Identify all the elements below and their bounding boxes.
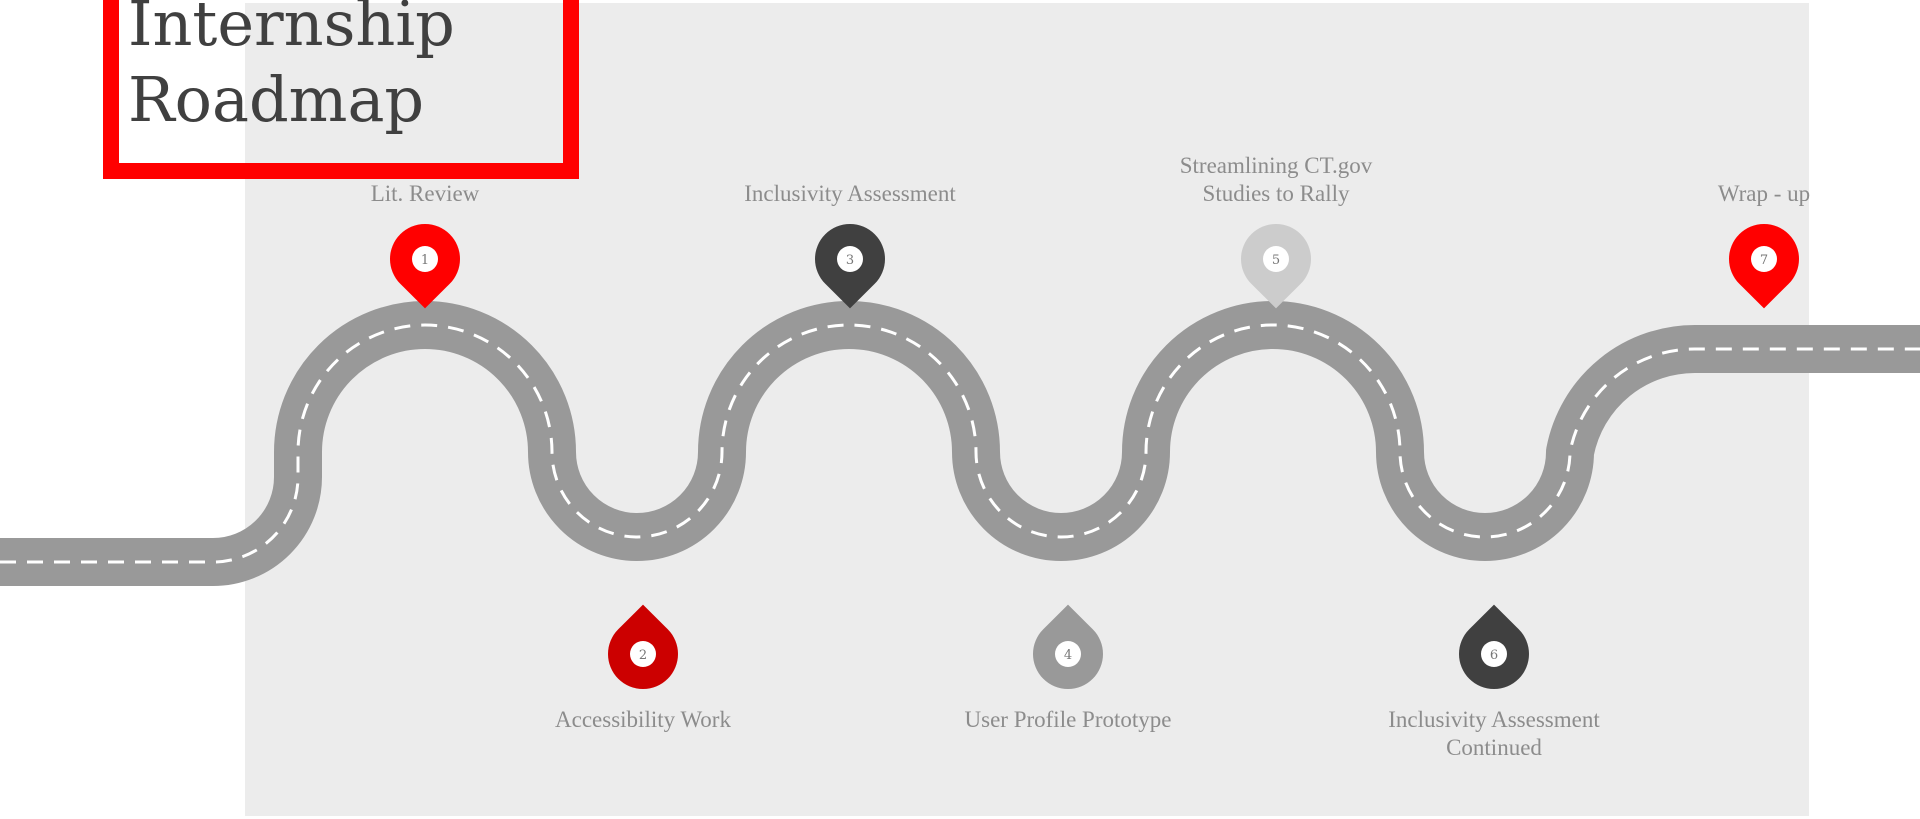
milestone-3-label-line-1: Inclusivity Assessment — [744, 181, 956, 206]
milestone-5-label-line-2: Studies to Rally — [1202, 181, 1350, 206]
milestone-7-number: 7 — [1760, 253, 1768, 268]
milestone-1-pin-icon: 1 — [390, 223, 460, 309]
milestone-6-label-line-2: Continued — [1446, 735, 1542, 760]
background-panel — [245, 3, 1809, 816]
milestone-4-label: User Profile Prototype — [965, 706, 1172, 734]
title-line-1: Internship — [128, 0, 455, 60]
milestone-7-badge — [1751, 246, 1777, 272]
milestone-4-badge — [1055, 641, 1081, 667]
milestone-1-label: Lit. Review — [371, 180, 480, 208]
milestone-3-pin-icon: 3 — [814, 223, 885, 309]
milestone-1-number: 1 — [421, 253, 429, 268]
milestone-5-pin-icon: 5 — [1241, 223, 1312, 309]
milestone-3-number: 3 — [846, 253, 854, 268]
milestone-5-number: 5 — [1272, 253, 1280, 268]
milestone-5-label-line-1: Streamlining CT.gov — [1179, 153, 1373, 178]
milestone-1-badge — [412, 246, 438, 272]
milestone-4-number: 4 — [1064, 648, 1072, 663]
title-frame — [103, 0, 579, 179]
milestone-6-badge — [1481, 641, 1507, 667]
milestone-6-number: 6 — [1490, 648, 1498, 663]
milestone-4-label-line-1: User Profile Prototype — [964, 707, 1172, 732]
page-title: Internship Roadmap — [128, 0, 455, 138]
milestone-2-label-line-1: Accessibility Work — [555, 707, 731, 732]
milestone-2-label: Accessibility Work — [555, 706, 731, 734]
milestone-7-label: Wrap - up — [1718, 180, 1810, 208]
milestone-5-badge — [1263, 246, 1289, 272]
milestone-3-badge — [837, 246, 863, 272]
milestone-6-pin-icon: 6 — [1459, 604, 1529, 690]
milestone-7-pin-icon: 7 — [1729, 223, 1799, 309]
milestone-3-label: Inclusivity Assessment — [744, 180, 955, 208]
milestone-1-label-line-1: Lit. Review — [370, 181, 480, 206]
lane-marking — [0, 323, 1920, 564]
road — [0, 301, 1920, 586]
milestone-7-label-line-1: Wrap - up — [1717, 181, 1811, 206]
milestone-4-pin-icon: 4 — [1032, 604, 1103, 690]
milestone-2-number: 2 — [639, 648, 647, 663]
milestone-2-pin-icon: 2 — [608, 604, 678, 690]
milestone-2-badge — [630, 641, 656, 667]
milestone-6-label-line-1: Inclusivity Assessment — [1388, 707, 1600, 732]
title-line-2: Roadmap — [128, 63, 425, 136]
